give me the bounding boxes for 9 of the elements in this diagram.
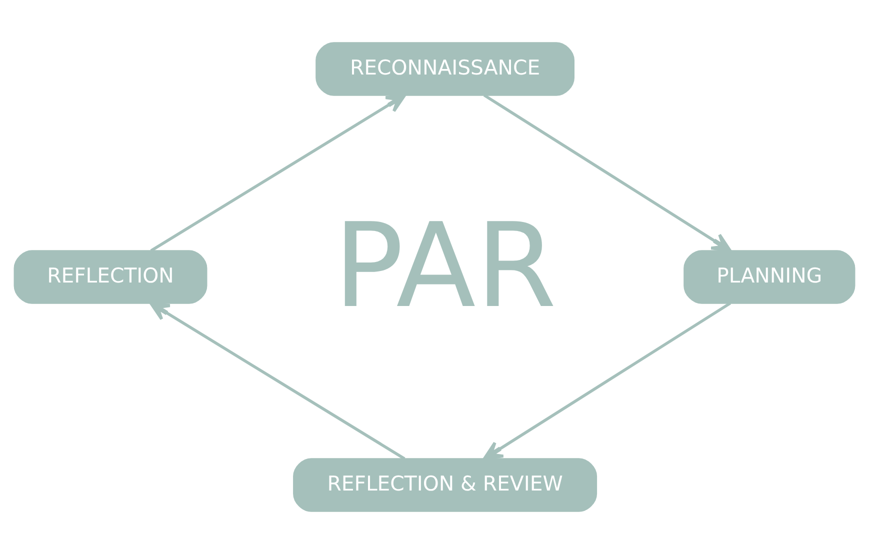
- node-box: PLANNING: [684, 250, 856, 304]
- arrow: [149, 301, 406, 460]
- arrow: [150, 93, 406, 252]
- node-box: REFLECTION & REVIEW: [293, 458, 598, 512]
- label: PAR: [333, 198, 557, 334]
- arrow: [482, 301, 732, 460]
- node-box: REFLECTION: [14, 250, 208, 304]
- arrow: [483, 93, 732, 252]
- node-box: RECONNAISSANCE: [316, 42, 574, 96]
